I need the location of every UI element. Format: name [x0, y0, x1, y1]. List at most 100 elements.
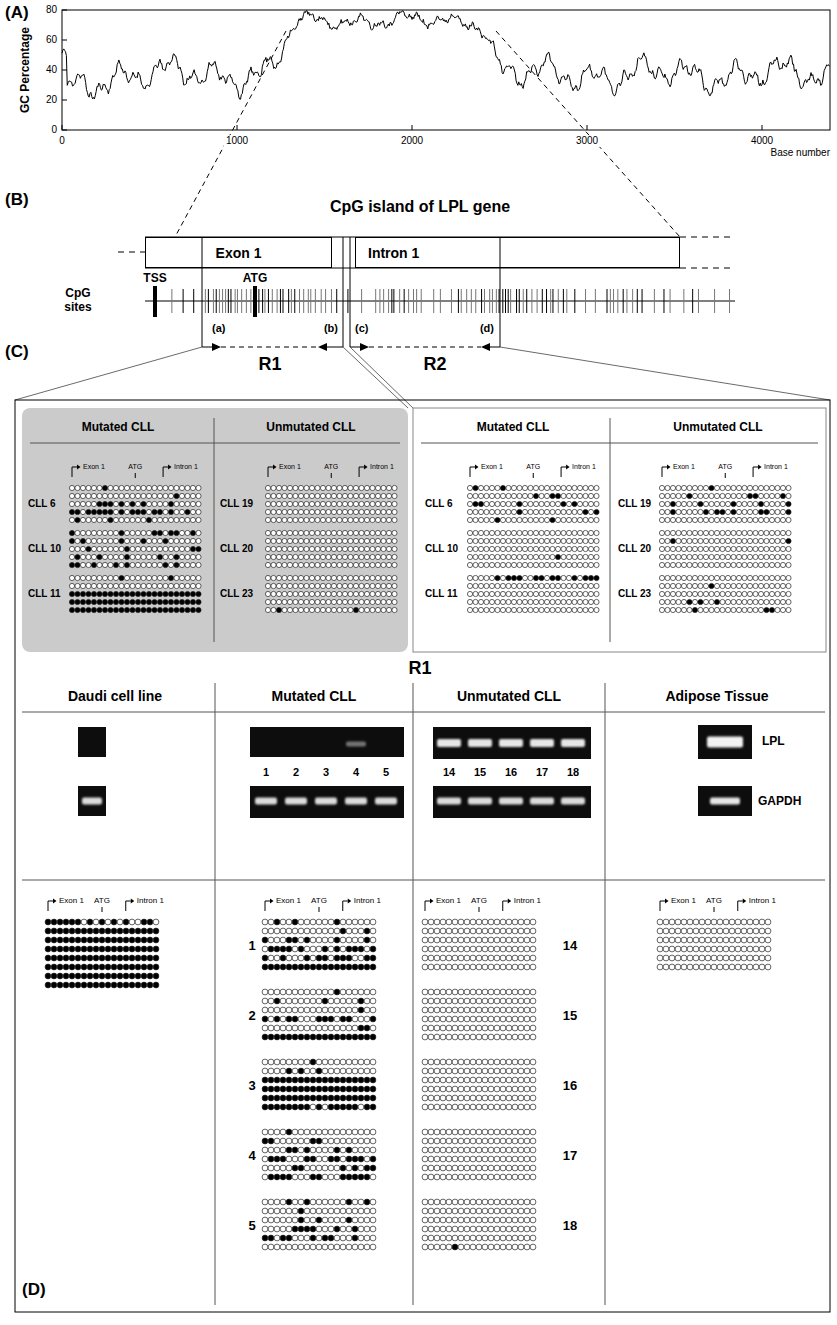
- cpg-circle: [386, 509, 391, 514]
- cpg-circle: [163, 501, 168, 506]
- cpg-circle: [340, 946, 346, 952]
- cpg-circle: [87, 964, 93, 970]
- cpg-circle: [174, 538, 179, 543]
- cpg-circle: [769, 599, 774, 604]
- cpg-circle: [185, 485, 190, 490]
- cpg-circle: [386, 554, 391, 559]
- cpg-circle: [157, 546, 162, 551]
- cpg-site-tick: [171, 289, 172, 313]
- arrow-head: [665, 899, 669, 904]
- cpg-circle: [124, 546, 129, 551]
- cpg-circle: [196, 583, 201, 588]
- cpg-circle: [287, 591, 292, 596]
- cpg-circle: [80, 591, 85, 596]
- cpg-circle: [572, 583, 577, 588]
- cpg-circle: [298, 964, 304, 970]
- cpg-circle: [168, 583, 173, 588]
- cpg-circle: [359, 554, 364, 559]
- cpg-circle: [720, 562, 725, 567]
- gene-outline: [118, 252, 145, 253]
- cpg-circle: [753, 530, 758, 535]
- cpg-circle: [105, 973, 111, 979]
- cpg-circle: [348, 517, 353, 522]
- axis-tick: [762, 125, 763, 130]
- cpg-circle: [282, 509, 287, 514]
- cpg-circle: [316, 919, 322, 925]
- cpg-circle: [309, 607, 314, 612]
- cpg-circle: [320, 599, 325, 604]
- cpg-circle: [458, 919, 464, 925]
- cpg-circle: [539, 554, 544, 559]
- tss-arrow: [126, 901, 131, 911]
- table-rule: [30, 443, 400, 444]
- cpg-circle: [364, 599, 369, 604]
- cpg-circle: [500, 530, 505, 535]
- cpg-circle: [561, 493, 566, 498]
- cpg-circle: [69, 583, 74, 588]
- cpg-circle: [124, 607, 129, 612]
- cpg-circle: [698, 575, 703, 580]
- cpg-circle: [434, 928, 440, 934]
- cpg-circle: [86, 546, 91, 551]
- cpg-circle: [80, 583, 85, 588]
- cpg-circle: [659, 562, 664, 567]
- cpg-circle: [124, 591, 129, 596]
- cpg-circle: [108, 583, 113, 588]
- cpg-site-tick: [241, 289, 242, 313]
- gel-band: [82, 798, 102, 805]
- cpg-circle: [359, 493, 364, 498]
- cpg-circle: [539, 493, 544, 498]
- axis-tick: [62, 125, 63, 130]
- cpg-circle: [69, 493, 74, 498]
- cpg-circle: [123, 973, 129, 979]
- cpg-site-tick: [714, 289, 715, 313]
- cpg-site-tick: [291, 289, 292, 313]
- cpg-circle: [196, 546, 201, 551]
- cpg-circle: [102, 530, 107, 535]
- cpg-circle: [659, 517, 664, 522]
- cpg-circle: [153, 964, 159, 970]
- cpg-circle: [517, 575, 522, 580]
- cpg-circle: [99, 964, 105, 970]
- cpg-circle: [517, 530, 522, 535]
- cpg-circle: [512, 937, 518, 943]
- cpg-circle: [304, 591, 309, 596]
- cpg-circle: [522, 575, 527, 580]
- cpg-circle: [130, 583, 135, 588]
- cpg-circle: [370, 546, 375, 551]
- cpg-circle: [91, 501, 96, 506]
- cpg-circle: [786, 493, 791, 498]
- cpg-circle: [304, 509, 309, 514]
- cpg-circle: [769, 493, 774, 498]
- cpg-circle: [687, 575, 692, 580]
- cpg-circle: [320, 501, 325, 506]
- cpg-circle: [494, 928, 500, 934]
- cpg-circle: [583, 538, 588, 543]
- atg-marker: [253, 286, 257, 317]
- cpg-circle: [775, 501, 780, 506]
- cpg-circle: [758, 546, 763, 551]
- cpg-circle: [130, 538, 135, 543]
- cpg-site-tick: [542, 289, 543, 313]
- cpg-circle: [102, 554, 107, 559]
- cpg-circle: [714, 562, 719, 567]
- cpg-circle: [265, 546, 270, 551]
- cpg-circle: [57, 973, 63, 979]
- cpg-circle: [747, 554, 752, 559]
- cpg-circle: [342, 538, 347, 543]
- cpg-circle: [282, 485, 287, 490]
- cpg-circle: [340, 928, 346, 934]
- cpg-circle: [282, 530, 287, 535]
- cpg-circle: [786, 538, 791, 543]
- cpg-circle: [69, 919, 75, 925]
- cpg-circle: [315, 493, 320, 498]
- cpg-circle: [577, 485, 582, 490]
- cpg-circle: [692, 583, 697, 588]
- cpg-circle: [265, 493, 270, 498]
- cpg-circle: [753, 546, 758, 551]
- cpg-circle: [99, 973, 105, 979]
- cpg-circle: [185, 607, 190, 612]
- cpg-circle: [111, 946, 117, 952]
- cpg-circle: [381, 538, 386, 543]
- cpg-site-tick: [595, 289, 596, 313]
